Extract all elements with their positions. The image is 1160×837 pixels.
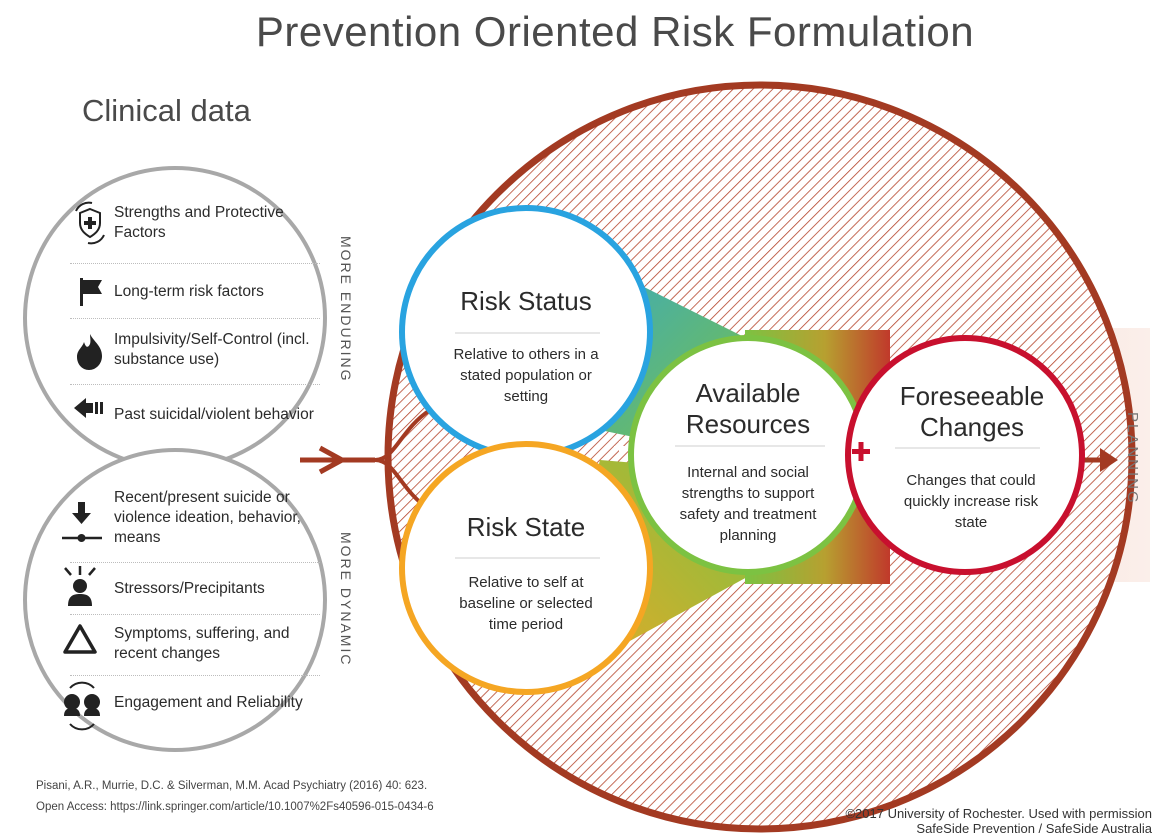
divider	[70, 675, 320, 677]
divider	[70, 614, 320, 616]
icon-slot	[62, 204, 100, 242]
clinical-item-past-behavior: Past suicidal/violent behavior	[62, 396, 319, 434]
risk-state-circle	[399, 441, 653, 695]
planning-label: PLANNING	[1124, 412, 1141, 505]
item-label: Symptoms, suffering, and recent changes	[114, 625, 290, 662]
planning-arrow	[1100, 448, 1118, 472]
divider	[70, 318, 320, 320]
plus-icon	[852, 442, 870, 461]
clinical-item-recent-ideation: Recent/present suicide or violence ideat…	[62, 488, 319, 548]
risk-status-body: Relative to others in a stated populatio…	[453, 346, 599, 405]
item-label: Stressors/Precipitants	[114, 580, 265, 597]
divider	[70, 384, 320, 386]
citation-line-1: Pisani, A.R., Murrie, D.C. & Silverman, …	[36, 780, 428, 792]
more-enduring-label: MORE ENDURING	[338, 236, 354, 383]
clinical-item-symptoms: Symptoms, suffering, and recent changes	[62, 624, 319, 664]
triangle-icon	[63, 624, 97, 654]
icon-slot	[62, 625, 100, 663]
clinical-item-engagement: Engagement and Reliability	[62, 684, 319, 722]
foreseeable-changes-title: Foreseeable Changes	[899, 381, 1045, 442]
icon-slot	[62, 499, 100, 537]
item-label: Past suicidal/violent behavior	[114, 406, 314, 423]
plus-icon	[614, 441, 628, 455]
more-dynamic-label: MORE DYNAMIC	[338, 532, 354, 667]
available-resources-title: Available Resources	[685, 378, 811, 439]
risk-state-body: Relative to self at baseline or selected…	[459, 574, 593, 633]
risk-state-title: Risk State	[466, 512, 586, 542]
clinical-item-stressors: Stressors/Precipitants	[62, 570, 319, 608]
copyright-line-1: ©2017 University of Rochester. Used with…	[845, 806, 1152, 821]
risk-status-circle	[399, 205, 653, 459]
flag-icon	[80, 278, 102, 306]
clinical-item-impulsivity: Impulsivity/Self-Control (incl. substanc…	[62, 330, 319, 370]
icon-slot	[62, 570, 100, 608]
divider	[70, 263, 320, 265]
available-resources-body: Internal and social strengths to support…	[679, 464, 817, 544]
risk-status-title: Risk Status	[460, 286, 592, 316]
flame-icon	[77, 334, 102, 370]
stressed-person-icon	[64, 566, 96, 606]
engagement-heads-icon	[64, 681, 100, 731]
citation: Pisani, A.R., Murrie, D.C. & Silverman, …	[36, 776, 434, 818]
foreseeable-changes-body: Changes that could quickly increase risk…	[903, 472, 1039, 531]
clinical-arrow	[318, 445, 348, 475]
icon-slot	[62, 273, 100, 311]
foreseeable-changes-circle	[845, 335, 1085, 575]
divider	[70, 562, 320, 564]
clinical-item-long-term-risk: Long-term risk factors	[62, 273, 319, 311]
clinical-data-title: Clinical data	[82, 93, 251, 128]
item-label: Long-term risk factors	[114, 283, 264, 300]
clinical-item-strengths: Strengths and Protective Factors	[62, 203, 319, 243]
item-label: Engagement and Reliability	[114, 694, 303, 711]
page-title: Prevention Oriented Risk Formulation	[255, 8, 975, 55]
item-label: Recent/present suicide or violence ideat…	[114, 489, 301, 546]
item-label: Strengths and Protective Factors	[114, 204, 284, 241]
citation-line-2: Open Access: https://link.springer.com/a…	[36, 801, 434, 813]
copyright: ©2017 University of Rochester. Used with…	[845, 806, 1152, 836]
copyright-line-2: SafeSide Prevention / SafeSide Australia	[916, 821, 1152, 836]
item-label: Impulsivity/Self-Control (incl. substanc…	[114, 331, 310, 368]
icon-slot	[62, 684, 100, 722]
icon-slot	[62, 331, 100, 369]
icon-slot	[62, 396, 100, 434]
shield-icon	[75, 201, 105, 245]
arrow-left-icon	[74, 398, 103, 418]
down-arrow-timeline-icon	[62, 502, 102, 542]
